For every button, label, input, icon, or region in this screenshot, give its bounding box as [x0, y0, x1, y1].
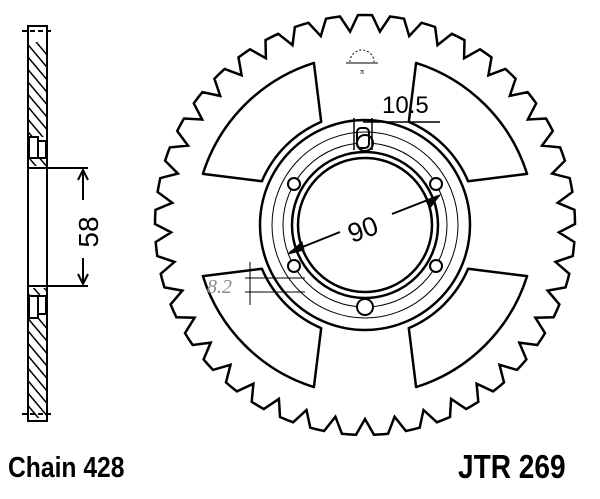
dim-10-5: 10.5	[382, 92, 429, 119]
dim-90: 90	[344, 210, 382, 248]
part-number: JTR 269	[458, 448, 566, 485]
window-1	[407, 267, 529, 389]
window-3	[201, 61, 323, 183]
front-view	[153, 13, 577, 437]
hub-outer-ring	[258, 118, 472, 332]
bolt-hole	[286, 177, 301, 191]
sprocket-teeth	[153, 13, 577, 437]
pi-mark: π	[360, 67, 364, 76]
bolt-hole	[286, 259, 301, 273]
center-bore-inner	[296, 156, 434, 294]
chain-label: Chain 428	[8, 452, 125, 484]
window-4	[407, 61, 529, 183]
bolt-hole	[429, 177, 444, 191]
lightening-windows	[201, 61, 529, 389]
window-2	[201, 267, 323, 389]
bolt-hole	[429, 259, 444, 273]
side-view	[22, 25, 89, 422]
bolt-hole	[356, 298, 374, 316]
dim-8-2: 8.2	[207, 276, 232, 298]
dim-8.2-lines	[245, 262, 305, 305]
hub-ring	[271, 131, 459, 319]
dim-58: 58	[73, 216, 104, 247]
